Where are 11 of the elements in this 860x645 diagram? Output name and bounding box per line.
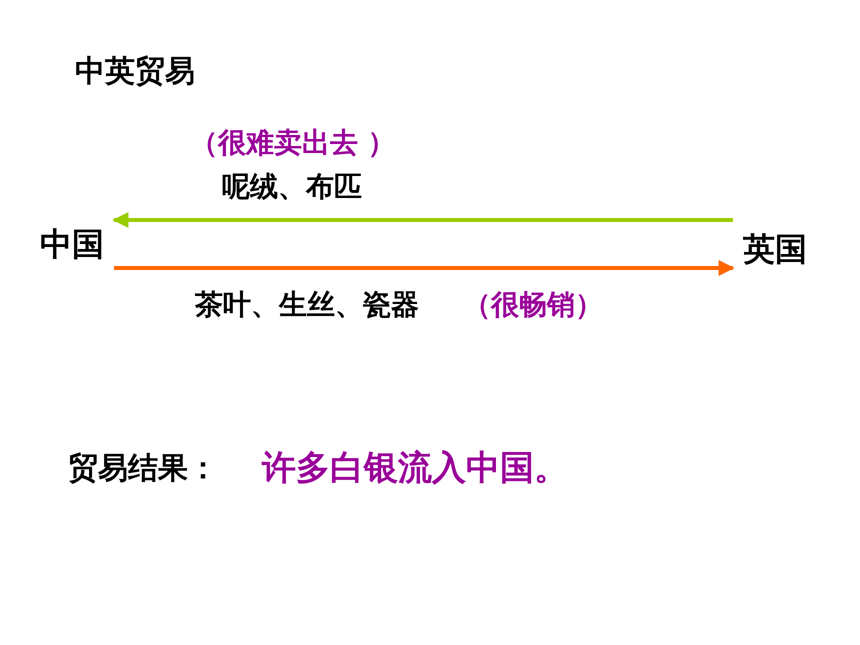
country-label: 英国 bbox=[743, 229, 807, 270]
arrow bbox=[114, 260, 735, 276]
edge-label: 呢绒、布匹 bbox=[222, 172, 362, 203]
result-label: 贸易结果： bbox=[68, 452, 218, 485]
note: （很难卖出去 ） bbox=[190, 128, 396, 159]
title: 中英贸易 bbox=[75, 55, 195, 88]
edge-label: 茶叶、生丝、瓷器 bbox=[195, 290, 419, 321]
result-text: 许多白银流入中国。 bbox=[262, 450, 568, 488]
note: （很畅销） bbox=[463, 290, 603, 321]
country-label: 中国 bbox=[40, 224, 104, 265]
arrow bbox=[112, 212, 733, 228]
